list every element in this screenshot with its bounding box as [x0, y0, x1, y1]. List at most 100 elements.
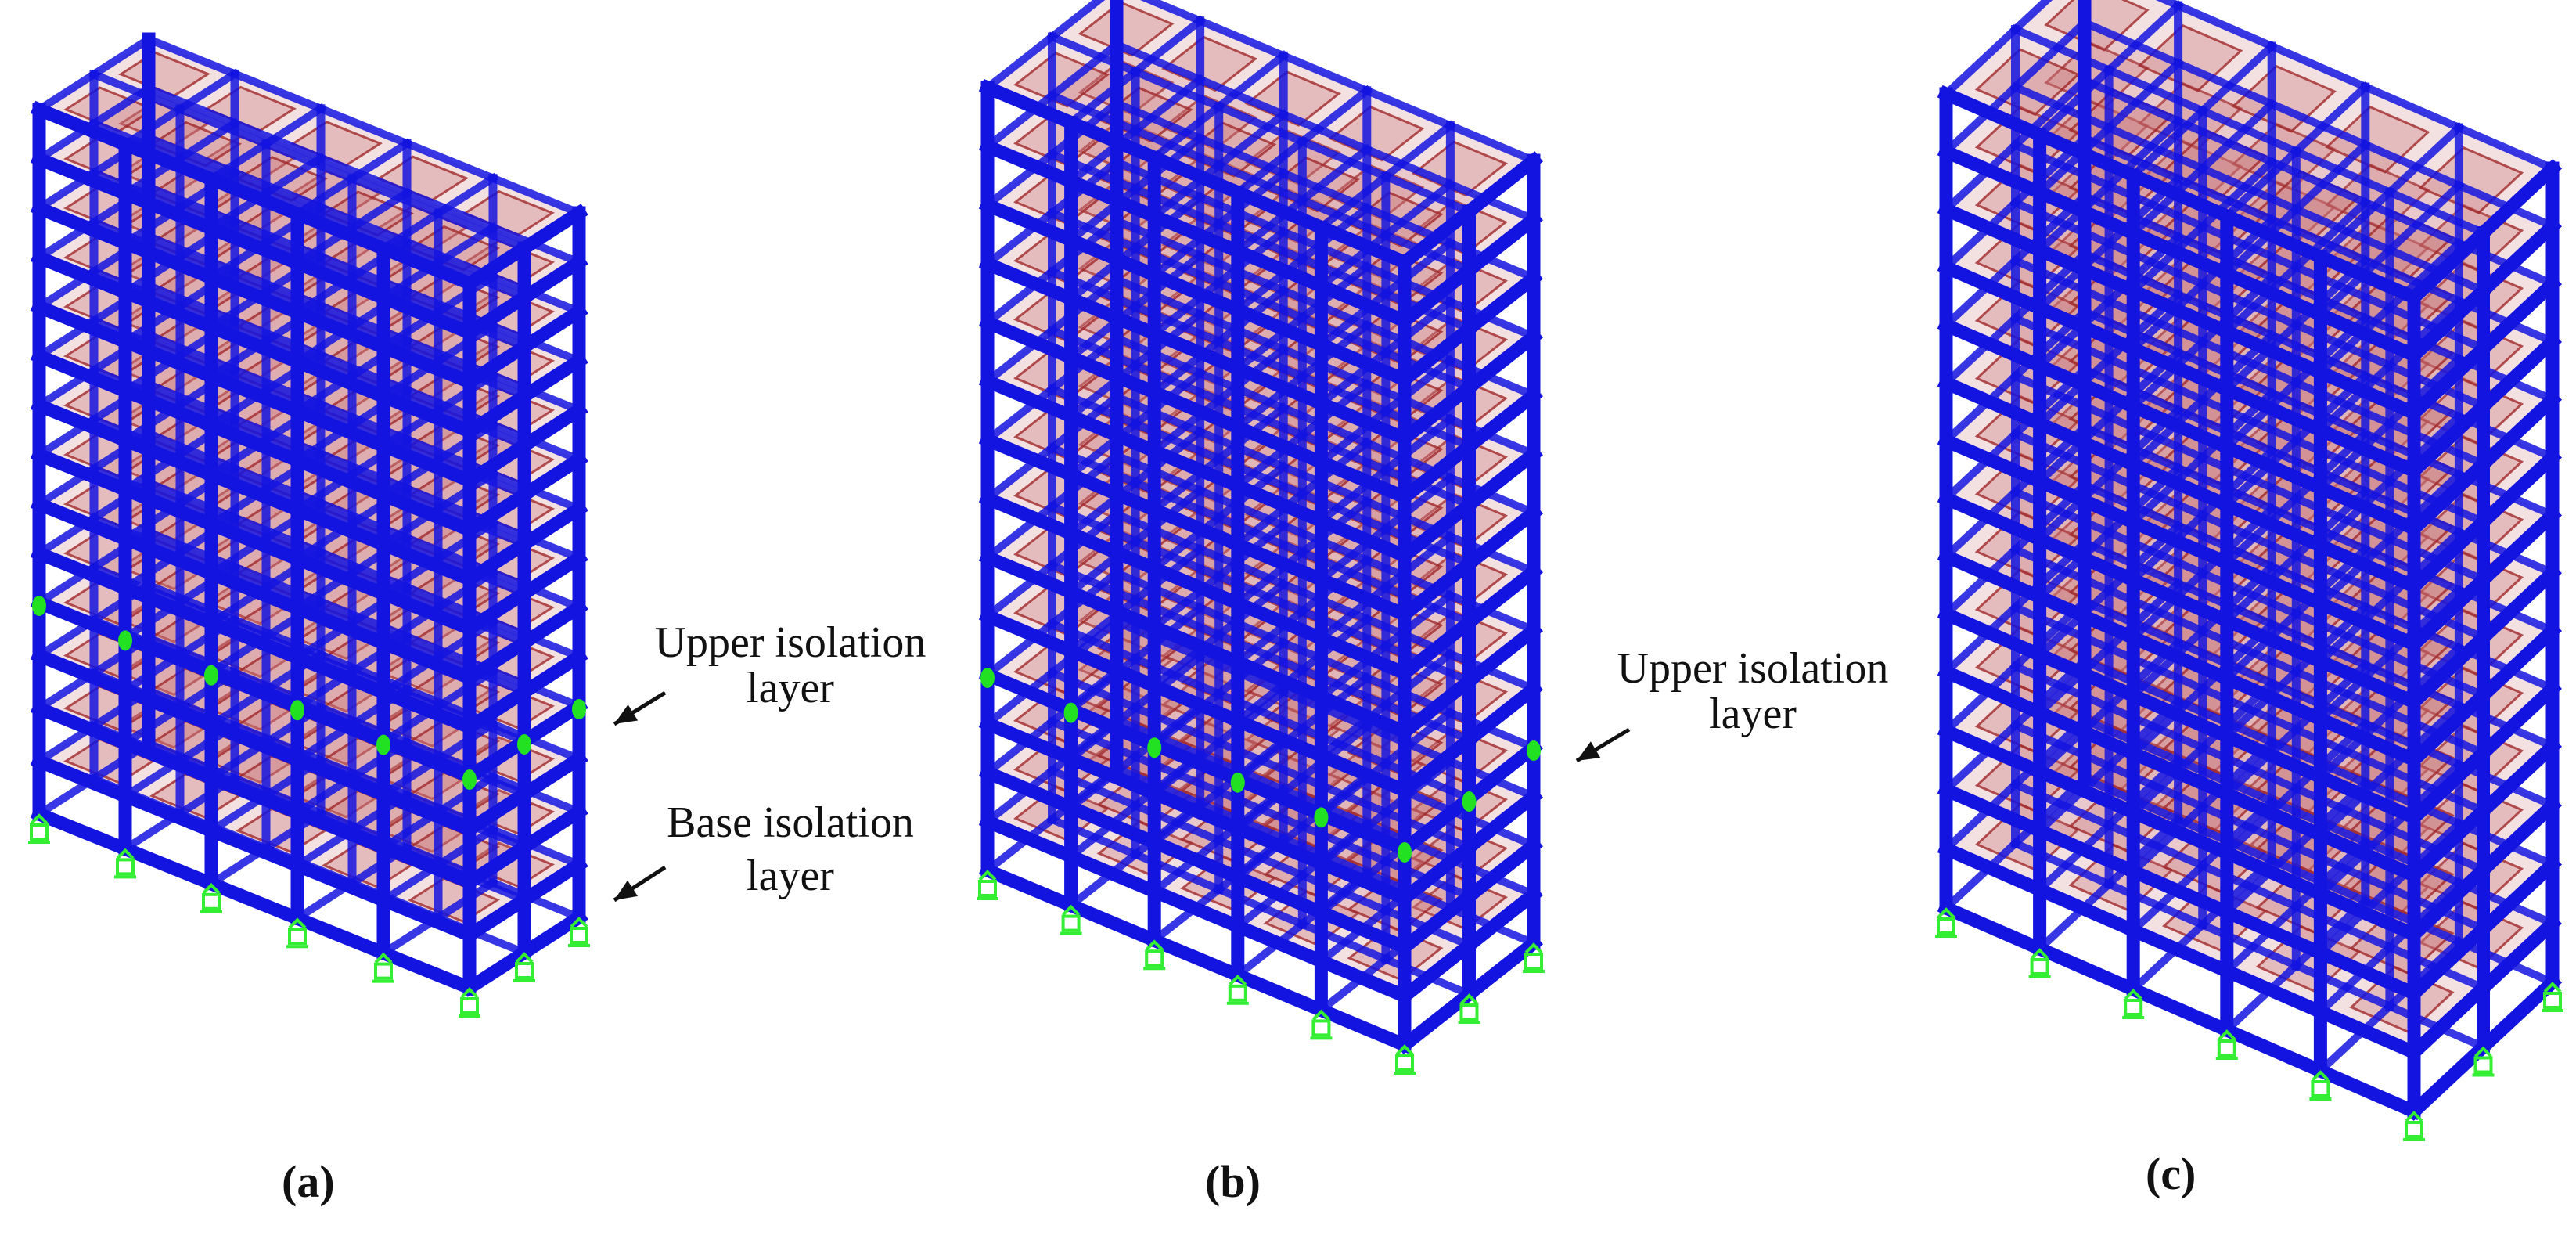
y-beam	[34, 69, 99, 115]
x-beam	[2290, 492, 2395, 545]
x-beam	[1937, 200, 2049, 259]
y-beam	[1395, 437, 1479, 506]
y-beam	[1149, 834, 1225, 897]
x-beam	[2009, 23, 2114, 76]
y-beam	[2034, 237, 2115, 314]
support-base	[2405, 1121, 2423, 1138]
x-beam	[1362, 144, 1455, 189]
x-beam	[288, 751, 393, 804]
x-beam	[2103, 469, 2208, 521]
x-beam	[2031, 881, 2142, 939]
y-beam	[2221, 261, 2302, 337]
isolator-layer	[980, 668, 1541, 863]
floor-slab	[1052, 0, 1200, 72]
y-beam	[1380, 237, 1456, 300]
y-beam	[2384, 818, 2465, 894]
x-beam	[2197, 395, 2301, 446]
y-beam	[2034, 820, 2115, 895]
y-beam	[2404, 281, 2493, 365]
building-model-c	[1935, 0, 2563, 1141]
y-beam	[2384, 935, 2465, 1012]
x-beam	[116, 234, 221, 286]
y-beam	[981, 765, 1058, 827]
x-beam	[1312, 1001, 1414, 1054]
y-beam	[1380, 296, 1456, 358]
x-beam	[1195, 16, 1289, 61]
upper-isolation-label-a-line2: layer	[747, 664, 834, 712]
y-beam	[2034, 411, 2115, 488]
x-beam	[2453, 122, 2558, 174]
x-beam	[2197, 221, 2301, 272]
x-beam	[2218, 903, 2330, 962]
y-beam	[2034, 642, 2115, 719]
x-beam	[2103, 122, 2208, 174]
y-beam	[2128, 625, 2208, 701]
x-beam	[2009, 428, 2114, 480]
y-beam	[1940, 312, 2021, 389]
floor-slab	[352, 143, 493, 214]
x-beam	[2266, 41, 2371, 92]
x-beam	[2384, 186, 2489, 239]
x-beam	[2009, 602, 2114, 654]
y-beam	[2128, 510, 2208, 585]
y-beam	[2315, 244, 2395, 320]
y-beam	[1149, 101, 1225, 164]
y-beam	[1940, 139, 2021, 215]
y-beam	[2473, 448, 2563, 531]
base-isolation-label-a-line1: Base isolation	[667, 798, 914, 847]
y-beam	[1380, 120, 1456, 182]
y-beam	[2473, 332, 2563, 416]
panel-label-b: (b)	[1205, 1156, 1261, 1207]
arrow-upper-isolation-a-head	[614, 704, 639, 724]
x-beam	[978, 665, 1080, 719]
y-beam	[1046, 616, 1123, 679]
y-beam	[2404, 744, 2493, 827]
isolator-bearing	[980, 668, 995, 688]
y-beam	[2315, 186, 2395, 263]
x-beam	[2009, 81, 2114, 133]
beam-layer	[1937, 0, 2563, 1122]
x-beam	[2103, 527, 2208, 578]
support-base	[978, 880, 997, 897]
support-base	[30, 823, 49, 841]
y-beam	[1315, 856, 1391, 918]
x-beam	[2103, 411, 2208, 463]
y-beam	[2404, 978, 2493, 1062]
y-beam	[515, 908, 588, 962]
x-beam	[2103, 296, 2208, 348]
y-beam	[2473, 737, 2563, 820]
x-beam	[116, 431, 221, 484]
y-beam	[1065, 800, 1142, 863]
x-beam	[202, 874, 307, 928]
y-beam	[2009, 0, 2053, 35]
y-beam	[1380, 472, 1456, 535]
floor-slab	[39, 726, 180, 796]
x-beam	[116, 135, 221, 188]
y-beam	[2315, 882, 2395, 959]
x-beam	[1062, 798, 1164, 852]
x-beam	[202, 416, 307, 470]
y-beam	[2221, 550, 2302, 626]
isolator-bearing	[1063, 702, 1078, 723]
x-beam	[1062, 896, 1164, 949]
x-beam	[30, 699, 135, 752]
x-beam	[1937, 374, 2049, 433]
y-beam	[2473, 390, 2563, 474]
isolator-bearing	[1462, 791, 1477, 812]
x-beam	[1229, 820, 1330, 873]
x-beam	[2218, 962, 2330, 1021]
x-beam	[374, 838, 479, 892]
y-beam	[981, 715, 1058, 779]
y-beam	[2473, 855, 2563, 939]
y-beam	[1395, 789, 1479, 859]
y-beam	[515, 802, 588, 856]
y-beam	[2473, 563, 2563, 647]
support-pin	[1145, 939, 1164, 951]
y-beam	[1297, 85, 1373, 147]
y-beam	[2290, 81, 2371, 157]
y-beam	[2315, 359, 2395, 436]
y-beam	[1395, 495, 1479, 565]
x-beam	[288, 649, 393, 701]
x-beam	[1195, 74, 1289, 120]
y-beam	[1459, 386, 1543, 456]
